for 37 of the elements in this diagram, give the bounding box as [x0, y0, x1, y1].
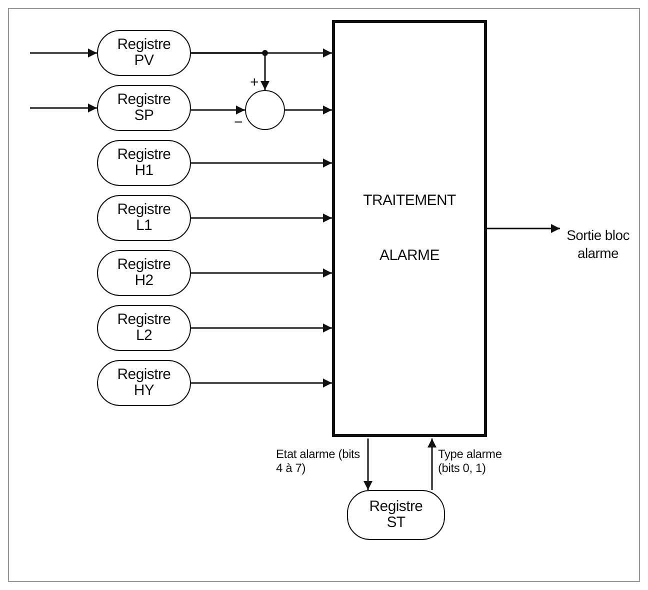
arrow: [285, 106, 332, 114]
register-box: [97, 305, 191, 351]
register-box: [97, 85, 191, 131]
register-box: [97, 360, 191, 406]
summing-circle: [245, 90, 285, 130]
register-label: Registre L1: [116, 202, 172, 234]
arrow: [191, 268, 332, 278]
arrow: [487, 224, 560, 233]
edge-label: Etat alarme (bits 4 à 7): [276, 446, 362, 474]
register-box: [347, 490, 445, 540]
box-title: ALARME: [380, 248, 440, 264]
register-label: Registre SP: [116, 92, 172, 124]
register-box: [97, 250, 191, 296]
arrow: [30, 48, 97, 58]
arrow: [30, 104, 97, 112]
register-label: Registre HY: [116, 367, 172, 399]
arrow: [191, 214, 332, 222]
arrow: [191, 378, 332, 388]
register-box: [97, 140, 191, 186]
arrow: [191, 52, 270, 90]
register-label: Registre PV: [116, 37, 172, 69]
arrow: [428, 438, 436, 490]
sign-label: +: [250, 76, 259, 90]
box-title: TRAITEMENT: [363, 192, 456, 209]
arrow: [191, 324, 332, 332]
sign-label: −: [234, 116, 243, 130]
arrow: [191, 158, 332, 168]
register-label: Registre H2: [116, 257, 172, 289]
register-box: [97, 30, 191, 76]
register-label: Registre ST: [368, 499, 424, 531]
register-label: Registre L2: [116, 312, 172, 344]
output-label: Sortie bloc alarme: [566, 226, 630, 262]
arrow: [191, 106, 245, 114]
arrow: [364, 438, 372, 490]
register-label: Registre H1: [116, 147, 172, 179]
process-box: [332, 20, 487, 437]
register-box: [97, 195, 191, 241]
